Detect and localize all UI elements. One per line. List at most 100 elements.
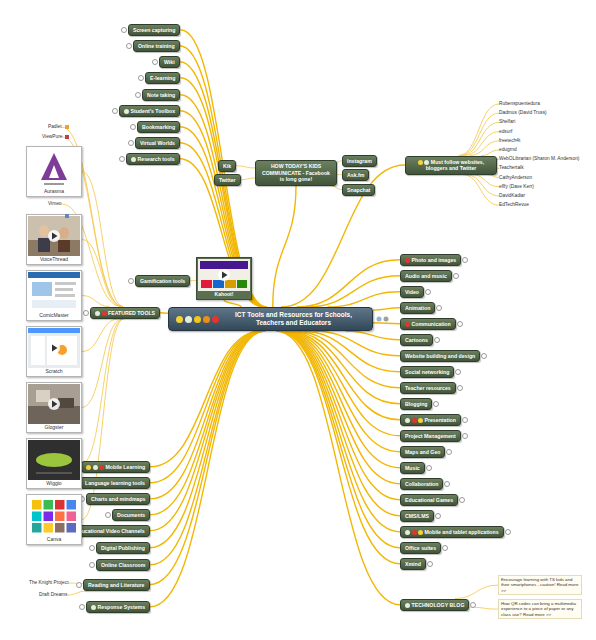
image-topic: Aurasma bbox=[26, 146, 82, 197]
branch-line bbox=[82, 319, 123, 464]
topic-label: FEATURED TOOLS bbox=[108, 310, 155, 316]
branch-line bbox=[487, 175, 499, 178]
topic-icon bbox=[91, 605, 96, 610]
topic-label: CMS/LMS bbox=[405, 513, 429, 519]
topic-label: Instagram bbox=[347, 158, 372, 164]
topic-box: Charts and mindmaps bbox=[86, 493, 150, 506]
topic-box: Social networking bbox=[400, 366, 454, 379]
topic-box: Maps and Geo bbox=[400, 446, 445, 459]
branch-line bbox=[68, 591, 87, 595]
topic-label: Educational Games bbox=[405, 497, 453, 503]
text-leaf: Teachertalk bbox=[499, 165, 524, 171]
topic-label: freetech4t bbox=[499, 138, 520, 143]
topic-label: Bookmarking bbox=[142, 124, 175, 130]
thumbnail-image bbox=[28, 440, 80, 480]
branch-line bbox=[281, 165, 405, 307]
topic-icon bbox=[405, 530, 410, 535]
topic-icon bbox=[405, 603, 410, 608]
topic-label: Digital Publishing bbox=[101, 545, 145, 551]
topic-label: Gamification tools bbox=[140, 278, 185, 284]
topic-icon bbox=[99, 465, 104, 470]
thumbnail-image bbox=[28, 148, 80, 188]
branch-line bbox=[160, 312, 168, 314]
image-topic: ComicMaster bbox=[26, 270, 82, 321]
branch-line bbox=[280, 331, 400, 484]
text-leaf: Padlet bbox=[48, 124, 62, 130]
topic-label: Response Systems bbox=[98, 604, 146, 610]
central-topic: ICT Tools and Resources for Schools, Tea… bbox=[168, 307, 373, 331]
topic-box: Photo and images bbox=[400, 254, 461, 267]
topic-label: ComicMaster bbox=[28, 312, 80, 319]
branch-line bbox=[82, 296, 109, 307]
branch-line bbox=[180, 127, 265, 307]
topic-box: Animation bbox=[400, 302, 435, 315]
text-leaf: Vimeo bbox=[48, 201, 62, 207]
topic-label: Student's Toolbox bbox=[131, 108, 176, 114]
text-leaf: eflfy (Dave Kerr) bbox=[499, 184, 534, 190]
branch-line bbox=[224, 300, 241, 307]
branch-line bbox=[277, 331, 400, 548]
topic-box: CMS/LMS bbox=[400, 510, 434, 523]
text-leaf: Rubenspuentedura bbox=[499, 101, 540, 107]
thumbnail-image bbox=[28, 328, 80, 368]
topic-label: HOW TODAY'S KIDS COMMUNICATE - Facebook … bbox=[262, 163, 330, 182]
topic-label: Snapchat bbox=[347, 187, 370, 193]
topic-box: Mobile and tablet applications bbox=[400, 526, 504, 539]
topic-box: Website building and design bbox=[400, 350, 480, 363]
text-leaf: Shelfari bbox=[499, 119, 515, 125]
topic-icon bbox=[203, 316, 210, 323]
branch-line bbox=[180, 159, 264, 307]
topic-box: Digital Publishing bbox=[96, 542, 150, 555]
topic-label: WebOLibrarian (Sharon M. Anderson) bbox=[499, 156, 579, 161]
branch-line bbox=[241, 178, 255, 180]
text-leaf: CathyAnderson bbox=[499, 175, 532, 181]
topic-box: Cartoons bbox=[400, 334, 433, 347]
topic-label: Teacher resources bbox=[405, 385, 451, 391]
topic-label: Educational Video Channels bbox=[75, 528, 145, 534]
image-topic: Canva bbox=[26, 494, 82, 545]
topic-box: Collaboration bbox=[400, 478, 443, 491]
image-topic: Glogster bbox=[26, 382, 82, 433]
topic-label: Online training bbox=[138, 43, 175, 49]
branch-line bbox=[276, 331, 400, 605]
topic-label: Project Management bbox=[405, 433, 456, 439]
text-leaf: freetech4t bbox=[499, 138, 520, 144]
thumbnail-image bbox=[28, 384, 80, 424]
branch-line bbox=[278, 331, 400, 516]
branch-line bbox=[150, 331, 262, 483]
topic-label: Scratch bbox=[28, 368, 80, 375]
topic-label: Music bbox=[405, 465, 420, 471]
topic-label: Photo and images bbox=[412, 257, 457, 263]
topic-label: The Knight Project bbox=[29, 580, 68, 585]
topic-box: Office suites bbox=[400, 542, 441, 555]
branch-line bbox=[462, 175, 499, 206]
topic-box: Presentation bbox=[400, 414, 461, 427]
branch-line bbox=[150, 331, 265, 607]
topic-box: HOW TODAY'S KIDS COMMUNICATE - Facebook … bbox=[255, 160, 337, 186]
topic-label: Dadmus (David Truss) bbox=[499, 110, 547, 115]
topic-box: Online training bbox=[133, 40, 180, 53]
branch-line bbox=[282, 331, 400, 452]
text-leaf: EdTechRevue bbox=[499, 202, 529, 208]
topic-box: E-learning bbox=[145, 72, 180, 85]
topic-box: Twitter bbox=[214, 174, 241, 187]
topic-label: Audio and music bbox=[405, 273, 447, 279]
branch-line bbox=[328, 292, 400, 307]
text-leaf: Draft Dreams bbox=[39, 592, 68, 598]
link-icon bbox=[65, 214, 69, 218]
topic-icon bbox=[405, 322, 410, 327]
topic-label: How QR codes can bring a multimedia expe… bbox=[501, 601, 576, 617]
thumbnail-image bbox=[28, 496, 80, 536]
topic-label: edsurf bbox=[499, 129, 512, 134]
topic-box: Video bbox=[400, 286, 424, 299]
branch-line bbox=[373, 322, 400, 324]
topic-icon bbox=[405, 258, 410, 263]
topic-icon bbox=[93, 465, 98, 470]
branch-line bbox=[82, 319, 124, 520]
branch-line bbox=[481, 150, 499, 156]
branch-line bbox=[150, 331, 263, 515]
image-topic: VoiceThread bbox=[26, 214, 82, 265]
topic-icon bbox=[131, 157, 136, 162]
topic-label: Glogster bbox=[28, 424, 80, 431]
